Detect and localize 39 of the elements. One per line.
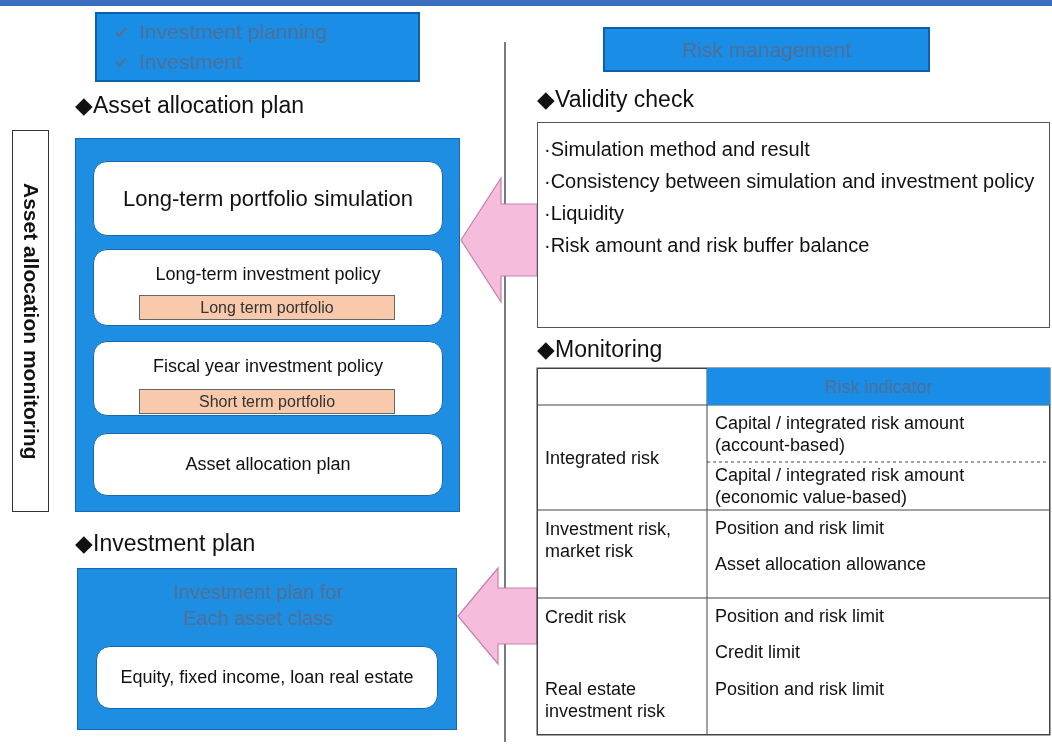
column-header: Risk indicator [707,368,1050,405]
rounded-box: Equity, fixed income, loan real estate [96,646,438,709]
section-heading: ◆Validity check [537,86,694,113]
block-arrow [457,566,538,666]
section-heading: ◆Monitoring [537,336,663,363]
section-heading: ◆Asset allocation plan [75,92,304,119]
rounded-box: Long-term portfolio simulation [93,161,443,236]
section-heading: ◆Investment plan [75,530,256,557]
vertical-label: Asset allocation monitoring [18,182,43,460]
table-cell-text: Position and risk limit [715,604,886,628]
table-cell-text: Position and risk limit [715,678,886,700]
portfolio-tag: Long term portfolio [139,295,395,320]
header-box [95,12,420,82]
rounded-box [93,341,443,416]
table-cell-text: Integrated risk [545,446,661,470]
box-title: Fiscal year investment policy [152,356,384,377]
rounded-box: Asset allocation plan [93,433,443,496]
table-cell-text: Asset allocation allowance [715,553,928,575]
block-arrow [460,175,538,305]
table-cell-text: Credit limit [715,641,801,663]
table-cell-text: Capital / integrated risk amount (account-based) [715,411,966,457]
table-cell-text: Real estate investment risk [545,678,667,722]
table-cell-text: Investment risk, market risk [545,518,673,562]
panel-heading: Investment plan for Each asset class [171,580,345,631]
header-text: Investment [139,49,242,75]
portfolio-tag: Short term portfolio [139,389,395,414]
box-title: Long-term investment policy [155,264,381,285]
header-text: Investment planning [139,19,327,45]
table-cell-text: Capital / integrated risk amount (economic value-based) [715,464,966,509]
list-item: ·Consistency between simulation and investment policy [544,171,1036,192]
rounded-box [93,249,443,326]
table-cell-text: Position and risk limit [715,516,886,540]
list-item: ·Liquidity [544,203,626,224]
list-item: ·Risk amount and risk buffer balance [544,235,871,256]
list-item: ·Simulation method and result [544,139,811,160]
table-cell-text: Credit risk [545,606,627,628]
header-box [603,27,930,72]
header-text: Risk management [681,37,852,62]
side-label-box [12,130,49,512]
